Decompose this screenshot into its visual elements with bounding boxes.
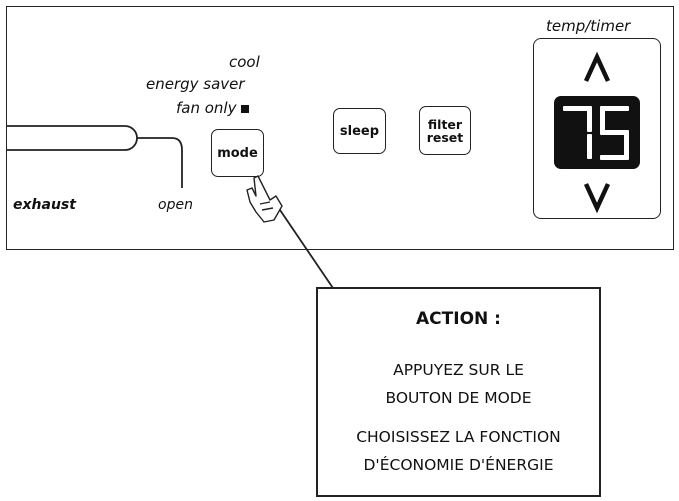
exhaust-label: exhaust (13, 197, 76, 213)
chevron-up-icon[interactable] (583, 51, 611, 82)
filter-reset-label-line1: filter (427, 116, 463, 132)
sleep-button[interactable]: sleep (333, 108, 386, 154)
filter-reset-button[interactable]: filter reset (419, 106, 471, 155)
sleep-button-label: sleep (339, 123, 380, 139)
temp-timer-label: temp/timer (546, 17, 631, 35)
action-line-4: D'ÉCONOMIE D'ÉNERGIE (363, 456, 554, 474)
energy-saver-label: energy saver (146, 75, 245, 93)
fan-only-label: fan only (176, 99, 237, 117)
mode-button[interactable]: mode (211, 129, 264, 177)
chevron-down-icon[interactable] (583, 183, 611, 214)
temp-timer-panel (533, 38, 661, 219)
temp-display (554, 96, 640, 169)
cool-label: cool (229, 53, 260, 71)
action-box: ACTION : APPUYEZ SUR LE BOUTON DE MODE C… (316, 287, 601, 497)
open-lever-line (137, 137, 183, 188)
filter-reset-label-line2: reset (426, 129, 464, 145)
action-line-1: APPUYEZ SUR LE (393, 361, 524, 379)
indicator-square-icon (241, 105, 249, 113)
open-label: open (158, 197, 193, 213)
action-line-3: CHOISISSEZ LA FONCTION (356, 428, 561, 446)
action-title: ACTION : (416, 309, 501, 329)
mode-button-label: mode (217, 145, 258, 161)
action-line-2: BOUTON DE MODE (385, 389, 532, 407)
